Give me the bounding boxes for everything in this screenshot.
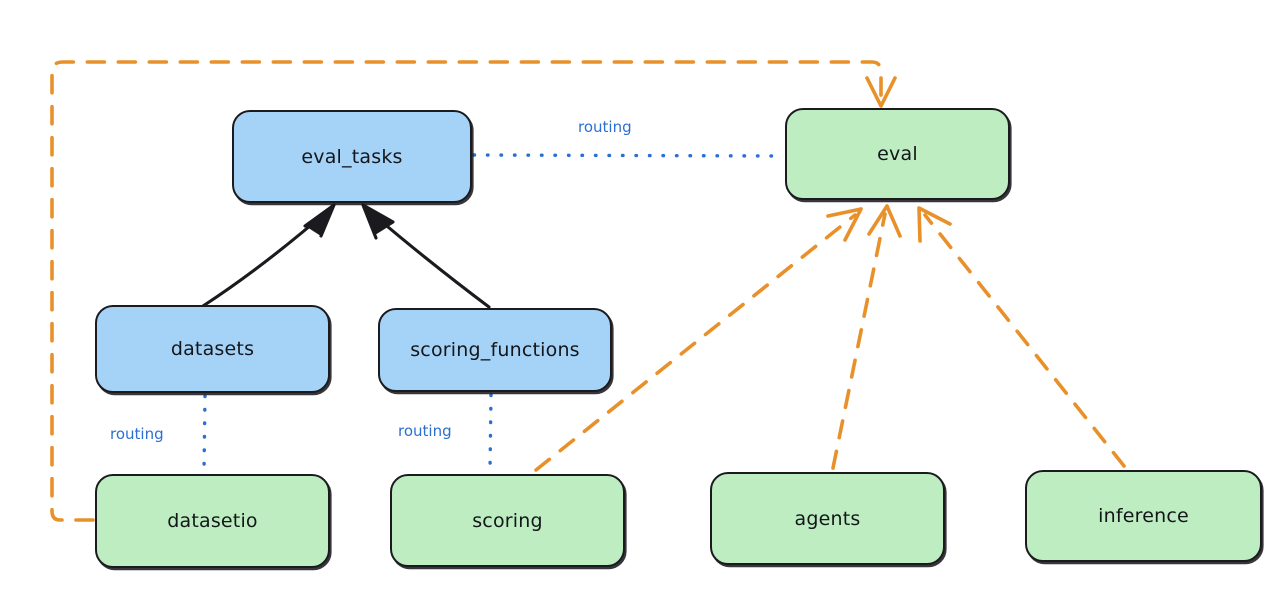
node-eval-tasks[interactable]: eval_tasks [232,110,472,203]
node-inference[interactable]: inference [1025,470,1262,562]
node-label: datasetio [167,510,258,532]
node-label: agents [794,507,861,530]
node-label: datasets [170,338,255,360]
node-datasets[interactable]: datasets [95,305,330,393]
edge-datasets-to-eval-tasks [201,203,336,308]
node-eval[interactable]: eval [785,108,1010,200]
node-scoring[interactable]: scoring [390,474,625,567]
edge-agents-to-eval [831,204,902,470]
edge-scoring-to-eval [534,207,863,472]
node-datasetio[interactable]: datasetio [95,474,330,568]
node-label: scoring [472,509,543,532]
edge-scoring-functions-to-eval-tasks [361,203,491,309]
edge-datasets-routing-datasetio [202,394,207,474]
node-label: inference [1098,505,1189,527]
edge-inference-to-eval [917,206,1126,468]
node-agents[interactable]: agents [710,472,945,565]
edge-eval-tasks-routing-eval [472,153,785,158]
node-label: eval [877,143,918,165]
edge-label-routing-eval-tasks: routing [578,118,632,136]
edge-datasetio-to-eval [50,60,897,522]
edge-label-routing-datasets: routing [110,425,164,443]
edge-label-routing-scoring-functions: routing [398,422,452,440]
node-label: eval_tasks [301,145,403,168]
edge-scoring-functions-routing-scoring [488,393,493,474]
node-label: scoring_functions [410,339,580,361]
node-scoring-functions[interactable]: scoring_functions [378,308,612,392]
